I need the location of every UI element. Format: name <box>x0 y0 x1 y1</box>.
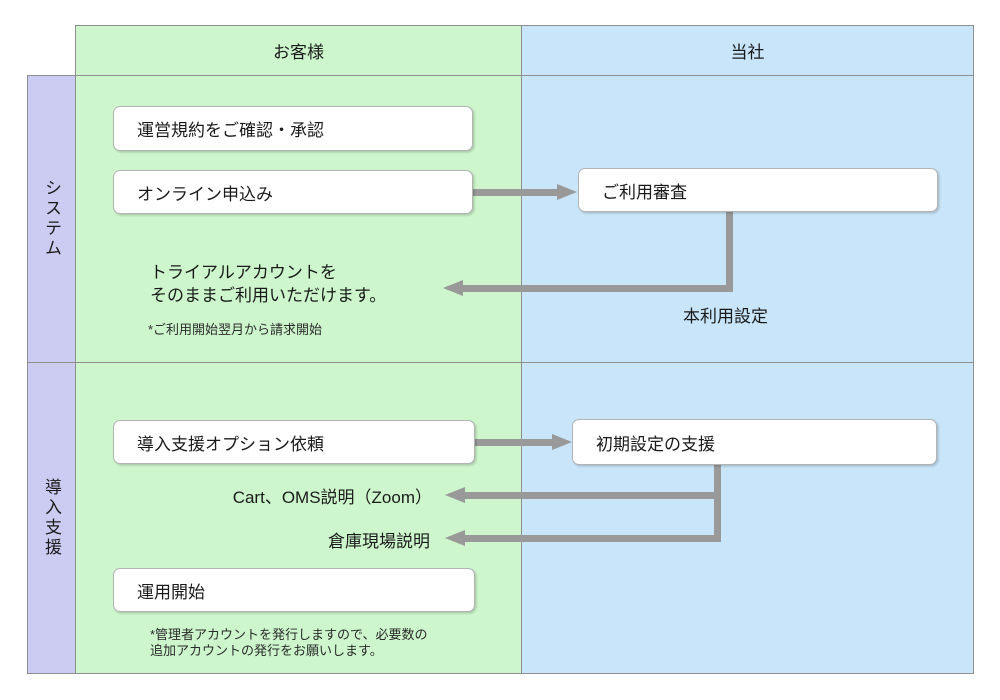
box-terms-confirm-label: 運営規約をご確認・承認 <box>137 121 324 140</box>
box-terms-confirm: 運営規約をご確認・承認 <box>113 106 473 151</box>
admin-account-note-line1: *管理者アカウントを発行しますので、必要数の <box>150 627 428 642</box>
box-support-option-request: 導入支援オプション依頼 <box>113 420 475 464</box>
cell-system-company <box>521 75 974 363</box>
lane-system-text: システム <box>42 179 61 259</box>
lane-support-text: 導入支援 <box>42 478 61 558</box>
box-initial-setup-support: 初期設定の支援 <box>572 419 937 465</box>
box-usage-review: ご利用審査 <box>578 168 938 212</box>
arrow-review-to-trial-shaft <box>461 284 729 292</box>
box-online-apply: オンライン申込み <box>113 170 473 214</box>
lane-label-system: システム <box>27 75 76 363</box>
arrow-review-to-trial-head-icon <box>443 280 463 296</box>
box-usage-review-label: ご利用審査 <box>602 182 687 202</box>
trial-account-line1: トライアルアカウントを <box>150 263 337 282</box>
header-company-label: 当社 <box>730 43 765 62</box>
arrow-to-cart-explain-shaft <box>463 491 717 499</box>
cell-support-customer <box>75 362 522 674</box>
box-online-apply-label: オンライン申込み <box>137 184 273 204</box>
admin-account-note: *管理者アカウントを発行しますので、必要数の 追加アカウントの発行をお願いします… <box>150 627 428 659</box>
arrow-request-to-initial-head-icon <box>552 434 572 450</box>
trial-billing-note: *ご利用開始翌月から請求開始 <box>148 322 323 337</box>
lane-label-support: 導入支援 <box>27 362 76 674</box>
trial-account-line2: そのままご利用いただけます。 <box>150 286 387 305</box>
arrow-initial-down-shaft <box>713 464 721 542</box>
header-company-column: 当社 <box>521 25 974 76</box>
warehouse-explain-label: 倉庫現場説明 <box>328 532 430 551</box>
admin-account-note-line2: 追加アカウントの発行をお願いします。 <box>150 643 383 658</box>
cell-support-company <box>521 362 974 674</box>
box-operation-start: 運用開始 <box>113 568 475 612</box>
arrow-to-cart-explain-head-icon <box>445 487 465 503</box>
arrow-to-warehouse-explain-shaft <box>463 534 717 542</box>
box-initial-setup-support-label: 初期設定の支援 <box>596 434 715 454</box>
trial-account-text: トライアルアカウントを そのままご利用いただけます。 <box>150 261 386 307</box>
arrow-apply-to-review-head-icon <box>557 184 577 200</box>
box-support-option-request-label: 導入支援オプション依頼 <box>137 434 324 454</box>
header-customer-label: お客様 <box>273 43 324 62</box>
box-operation-start-label: 運用開始 <box>137 582 205 602</box>
arrow-review-down-shaft <box>725 212 733 292</box>
header-customer-column: お客様 <box>75 25 522 76</box>
arrow-apply-to-review-shaft <box>473 188 559 196</box>
cart-oms-explain-label: Cart、OMS説明（Zoom） <box>232 488 432 507</box>
arrow-request-to-initial-shaft <box>475 438 554 446</box>
full-use-setup-label: 本利用設定 <box>683 307 768 326</box>
arrow-to-warehouse-explain-head-icon <box>445 530 465 546</box>
